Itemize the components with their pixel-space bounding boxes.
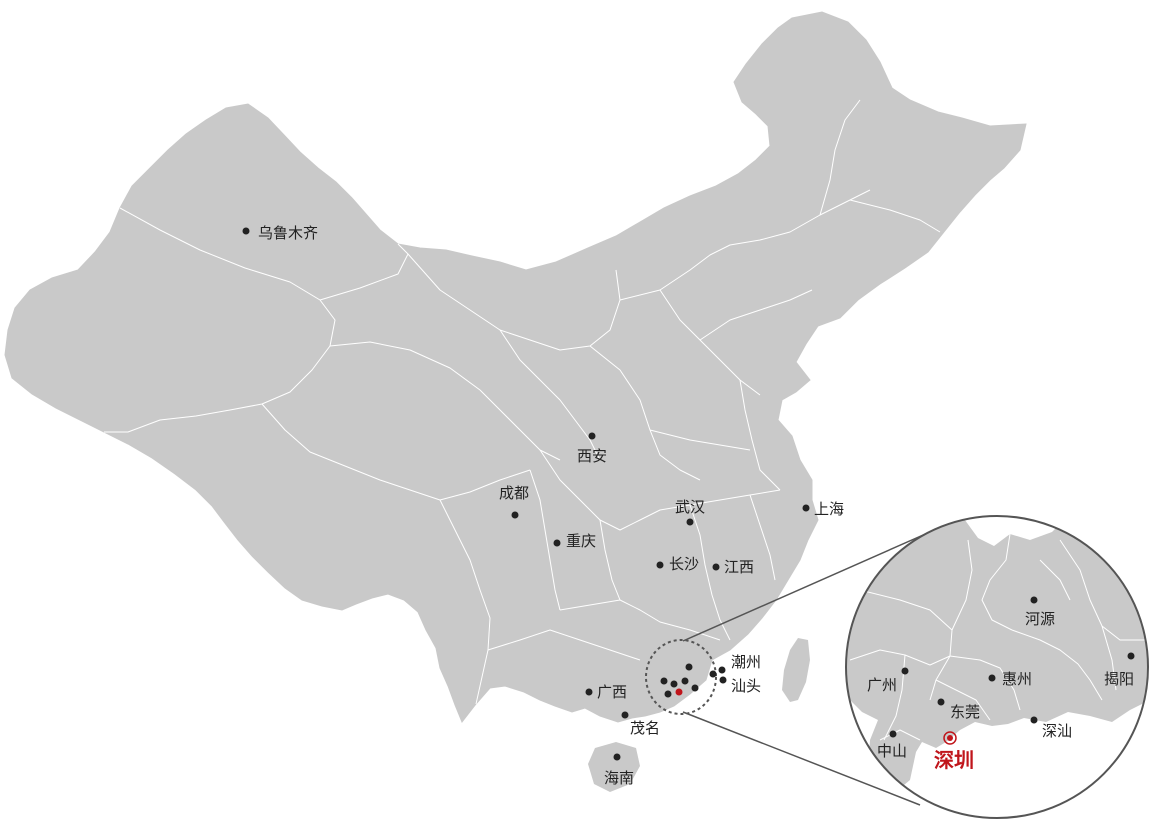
city-label-wuhan: 武汉 <box>675 498 705 516</box>
city-dot-chongqing <box>553 539 561 547</box>
city-dot-guangxi <box>585 688 593 696</box>
city-dot-chaozhou <box>718 666 726 674</box>
city-dot-xian <box>588 432 596 440</box>
cluster-dot <box>664 690 672 698</box>
inset-dot-heyuan <box>1030 596 1038 604</box>
guangdong-cluster <box>660 663 717 698</box>
city-label-shantou: 汕头 <box>731 677 761 695</box>
inset-label-zhongshan: 中山 <box>877 742 907 760</box>
cluster-dot <box>709 670 717 678</box>
city-label-chongqing: 重庆 <box>566 532 596 550</box>
city-label-changsha: 长沙 <box>669 555 699 573</box>
city-label-jiangxi: 江西 <box>724 558 754 576</box>
inset-label-jieyang: 揭阳 <box>1104 670 1134 688</box>
inset-land <box>846 516 1148 792</box>
inset-border-ring <box>845 515 1149 819</box>
inset-magnifier: 河源 广州 惠州 揭阳 东莞 深汕 中山 深圳 <box>845 515 1149 819</box>
cluster-dot <box>660 677 668 685</box>
city-label-shanghai: 上海 <box>814 500 844 518</box>
leader-line-bottom <box>682 711 921 806</box>
china-landmass <box>4 11 1027 723</box>
inset-dot-jieyang <box>1127 652 1135 660</box>
city-label-hainan: 海南 <box>604 769 634 787</box>
shenzhen-marker-dot <box>947 735 953 741</box>
inset-dot-shanwei <box>1030 716 1038 724</box>
inset-dot-guangzhou <box>901 667 909 675</box>
province-borders <box>104 99 941 705</box>
inset-label-guangzhou: 广州 <box>867 676 897 694</box>
city-label-guangxi: 广西 <box>597 683 627 701</box>
leader-line-top <box>682 531 931 642</box>
city-dot-hainan <box>613 753 621 761</box>
inset-label-shanwei: 深汕 <box>1042 722 1072 740</box>
city-dot-urumqi <box>242 227 250 235</box>
city-dot-wuhan <box>686 518 694 526</box>
inset-dot-dongguan <box>937 698 945 706</box>
city-label-urumqi: 乌鲁木齐 <box>258 224 318 242</box>
cluster-dot <box>685 663 693 671</box>
city-dot-shantou <box>719 676 727 684</box>
city-dot-jiangxi <box>712 563 720 571</box>
inset-borders <box>849 533 1148 741</box>
cluster-dot <box>691 684 699 692</box>
city-dot-maoming <box>621 711 629 719</box>
city-dot-shanghai <box>802 504 810 512</box>
inset-label-heyuan: 河源 <box>1025 610 1055 628</box>
city-label-maoming: 茂名 <box>630 719 660 737</box>
inset-label-dongguan: 东莞 <box>950 703 980 721</box>
city-dot-changsha <box>656 561 664 569</box>
hainan-island <box>588 742 640 792</box>
shenzhen-marker-ring <box>943 731 957 745</box>
inset-label-huizhou: 惠州 <box>1002 670 1032 688</box>
zoom-focus-ring <box>645 639 717 715</box>
city-label-chengdu: 成都 <box>499 484 529 502</box>
cluster-dot-shenzhen <box>675 688 683 696</box>
inset-label-shenzhen: 深圳 <box>934 748 974 772</box>
taiwan-island <box>782 638 810 702</box>
city-label-chaozhou: 潮州 <box>731 653 761 671</box>
cluster-dot <box>670 680 678 688</box>
inset-dot-huizhou <box>988 674 996 682</box>
cluster-dot <box>681 677 689 685</box>
inset-dot-zhongshan <box>889 730 897 738</box>
city-label-xian: 西安 <box>577 447 607 465</box>
city-dot-chengdu <box>511 511 519 519</box>
city-markers: 乌鲁木齐 西安 成都 重庆 武汉 上海 长沙 江西 潮州 汕头 广西 茂名 海南 <box>242 224 844 787</box>
